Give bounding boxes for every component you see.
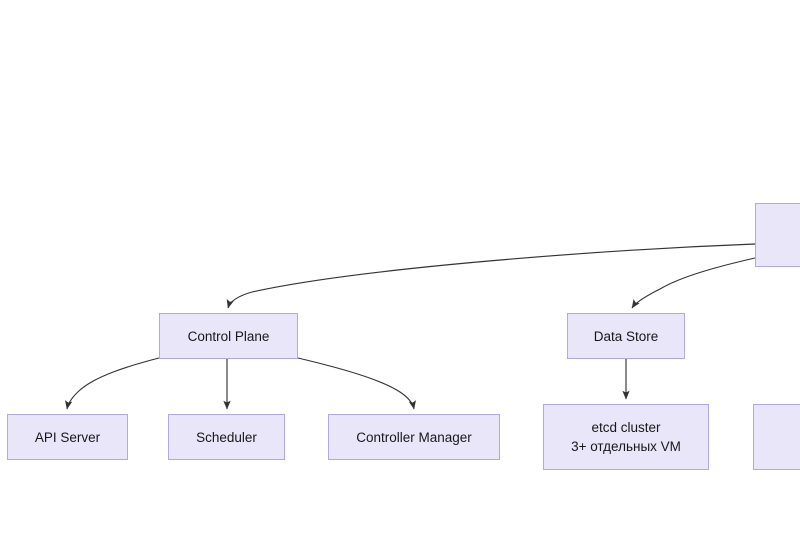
edge-control-plane-to-api-server — [65, 357, 160, 410]
node-label: Controller Manager — [356, 429, 472, 445]
node-install-node[interactable]: уста — [753, 404, 800, 470]
node-etcd-cluster[interactable]: etcd cluster 3+ отдельных VM — [543, 404, 709, 470]
node-label: Control Plane — [187, 328, 270, 344]
node-label: API Server — [34, 429, 101, 445]
edge-control-plane-to-controller-manager — [297, 357, 416, 410]
node-control-plane[interactable]: Control Plane — [159, 313, 298, 359]
node-label: Scheduler — [196, 429, 257, 445]
node-controller-manager[interactable]: Controller Manager — [328, 414, 500, 460]
node-scheduler[interactable]: Scheduler — [168, 414, 285, 460]
node-label: 3+ отдельных VM — [571, 439, 681, 454]
node-label: Data Store — [593, 328, 659, 344]
node-k8s-root[interactable]: КРаз — [755, 203, 800, 267]
node-data-store[interactable]: Data Store — [567, 313, 685, 359]
edge-root-to-control-plane — [226, 243, 756, 309]
node-label: etcd cluster — [591, 420, 661, 435]
node-api-server[interactable]: API Server — [7, 414, 128, 460]
edge-root-to-data-store — [631, 257, 756, 309]
